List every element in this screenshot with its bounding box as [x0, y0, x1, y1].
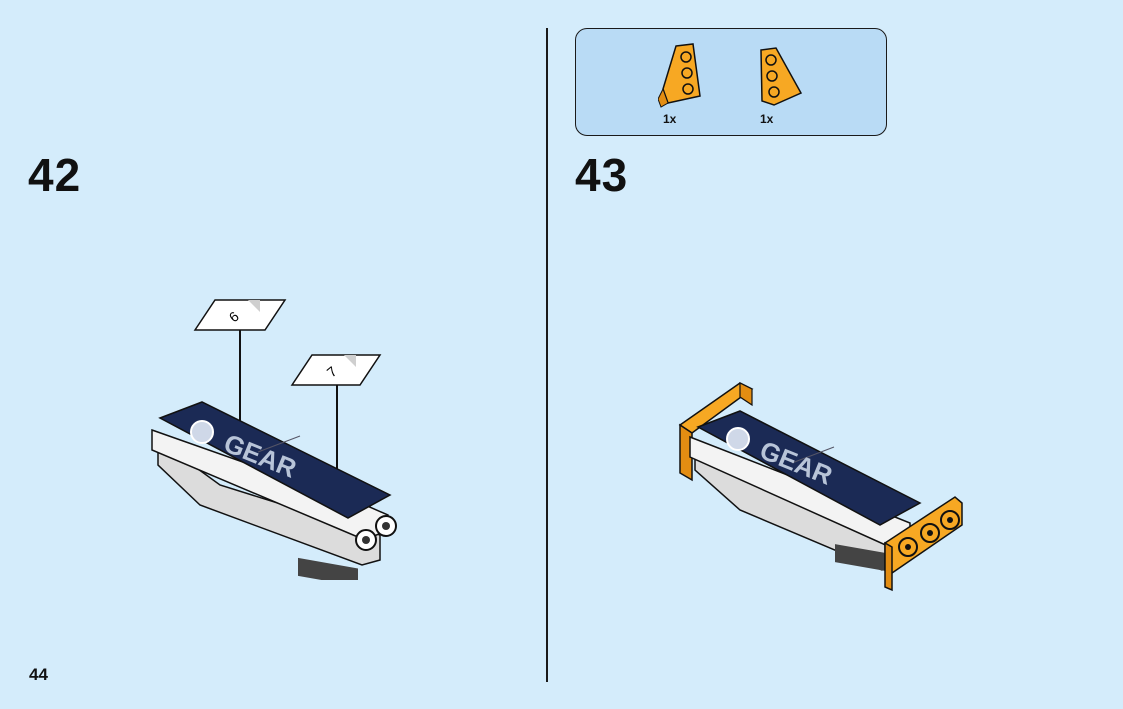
step-42-assembly-illustration: 6 7 GEAR: [151, 299, 397, 580]
wedge-plate-right-icon: [760, 47, 803, 106]
wedge-plate-left-icon: [658, 43, 701, 108]
part-quantity: 1x: [760, 112, 774, 126]
step-divider: [546, 28, 548, 682]
page-number: 44: [29, 665, 48, 684]
step-number-42: 42: [28, 149, 82, 201]
parts-list-box: 1x 1x: [575, 28, 887, 136]
sticker-callout-7: 7: [290, 354, 382, 480]
part-quantity: 1x: [663, 112, 677, 126]
sticker-callout-6: 6: [193, 299, 287, 430]
step-number-43: 43: [575, 149, 629, 201]
step-43-assembly-illustration: GEAR: [678, 382, 963, 592]
